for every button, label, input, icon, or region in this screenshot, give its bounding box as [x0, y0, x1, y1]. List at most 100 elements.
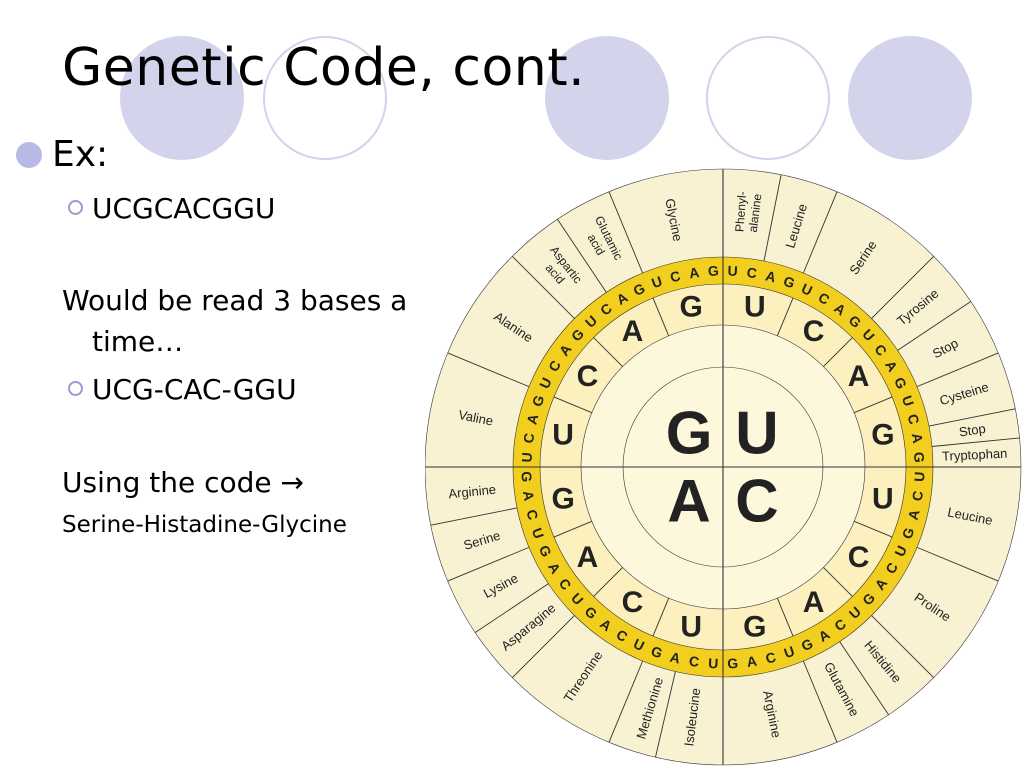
- slide-title: Genetic Code, cont.: [62, 38, 586, 98]
- third-base-letter: C: [520, 432, 537, 444]
- second-base-letter: G: [680, 291, 703, 324]
- second-base-divider: [652, 598, 670, 637]
- third-base-letter: G: [781, 273, 797, 292]
- result-text: Serine-Histadine-Glycine: [62, 512, 347, 538]
- amino-acid-label: Stop: [958, 421, 987, 440]
- amino-divider: [871, 255, 935, 319]
- third-base-letter: U: [518, 452, 534, 463]
- amino-divider: [802, 660, 838, 743]
- second-base-letter: A: [622, 315, 644, 348]
- sub-bullet-1: [68, 200, 83, 215]
- third-base-letter: U: [649, 273, 664, 291]
- amino-divider: [916, 352, 999, 388]
- second-base-letter: U: [552, 419, 574, 452]
- amino-divider: [474, 583, 549, 633]
- second-base-letter: G: [743, 610, 766, 643]
- decor-circle-5: [848, 36, 972, 160]
- third-base-letter: A: [909, 432, 926, 444]
- second-base-divider: [823, 337, 853, 367]
- amino-divider: [447, 546, 530, 582]
- second-base-letter: A: [803, 586, 825, 619]
- second-base-divider: [652, 297, 670, 336]
- amino-divider: [916, 546, 999, 582]
- decor-circle-4: [706, 36, 830, 160]
- second-base-divider: [593, 567, 623, 597]
- amino-divider: [655, 671, 676, 758]
- amino-divider: [557, 218, 607, 293]
- decor-circle-3: [545, 36, 669, 160]
- second-base-letter: U: [872, 482, 894, 515]
- amino-divider: [447, 352, 530, 388]
- sub-bullet-2: [68, 381, 83, 396]
- second-base-letter: A: [577, 541, 599, 574]
- third-base-letter: A: [688, 264, 700, 281]
- amino-divider: [871, 615, 935, 679]
- amino-acid-label: Arginine: [448, 482, 497, 502]
- amino-acid-label: Phenyl-: [732, 191, 749, 233]
- amino-divider: [608, 191, 644, 274]
- second-base-letter: C: [803, 315, 825, 348]
- second-base-divider: [776, 598, 794, 637]
- second-base-divider: [776, 297, 794, 336]
- amino-divider: [608, 660, 644, 743]
- third-base-letter: A: [520, 490, 537, 502]
- amino-divider: [839, 641, 889, 716]
- amino-acid-label: Isoleucine: [681, 687, 703, 747]
- second-base-divider: [553, 396, 592, 414]
- amino-divider: [931, 437, 1020, 447]
- third-base-letter: U: [529, 526, 547, 541]
- third-base-letter: U: [911, 471, 927, 482]
- third-base-letter: G: [529, 393, 548, 409]
- amino-divider: [763, 174, 782, 262]
- third-base-letter: G: [649, 643, 665, 662]
- first-base-C: C: [735, 467, 778, 534]
- third-base-letter: C: [909, 490, 926, 502]
- para-line-2: time…: [92, 325, 184, 358]
- amino-divider: [511, 255, 575, 319]
- second-base-letter: U: [680, 610, 702, 643]
- second-base-letter: C: [622, 586, 644, 619]
- amino-divider: [511, 615, 575, 679]
- decor-circle-2: [263, 36, 387, 160]
- third-base-letter: U: [727, 262, 738, 278]
- second-base-letter: G: [871, 419, 894, 452]
- first-base-G: G: [666, 400, 713, 467]
- using-code-text: Using the code →: [62, 466, 305, 499]
- third-base-letter: A: [523, 412, 541, 426]
- third-base-letter: C: [688, 653, 700, 670]
- third-base-letter: A: [764, 267, 778, 285]
- third-base-letter: A: [668, 649, 682, 667]
- bullet-main-text: Ex:: [52, 134, 109, 175]
- second-base-letter: U: [744, 291, 766, 324]
- third-base-letter: C: [746, 264, 758, 281]
- second-base-divider: [823, 567, 853, 597]
- decor-circle-1: [120, 36, 244, 160]
- amino-acid-label: Tryptophan: [942, 446, 1008, 464]
- amino-acid-label: alanine: [746, 193, 765, 233]
- second-base-divider: [854, 396, 893, 414]
- second-base-letter: A: [848, 360, 870, 393]
- first-base-A: A: [667, 467, 710, 534]
- third-base-letter: G: [708, 262, 720, 279]
- third-base-letter: G: [518, 471, 535, 483]
- second-base-divider: [854, 520, 893, 538]
- third-base-letter: C: [523, 508, 541, 522]
- third-base-letter: A: [905, 508, 923, 522]
- third-base-letter: C: [905, 412, 923, 426]
- first-base-U: U: [735, 400, 778, 467]
- third-base-letter: U: [708, 655, 719, 671]
- para-line-1: Would be read 3 bases a: [62, 284, 408, 317]
- third-base-letter: C: [668, 267, 682, 285]
- second-base-letter: G: [551, 482, 574, 515]
- amino-divider: [928, 408, 1016, 427]
- amino-divider: [430, 507, 518, 526]
- second-base-divider: [593, 337, 623, 367]
- sequence-text: UCGCACGGU: [92, 192, 276, 225]
- amino-divider: [897, 301, 972, 351]
- codon-split-text: UCG-CAC-GGU: [92, 373, 297, 406]
- second-base-divider: [553, 520, 592, 538]
- third-base-letter: G: [899, 525, 918, 541]
- third-base-letter: G: [911, 452, 928, 464]
- amino-divider: [802, 191, 838, 274]
